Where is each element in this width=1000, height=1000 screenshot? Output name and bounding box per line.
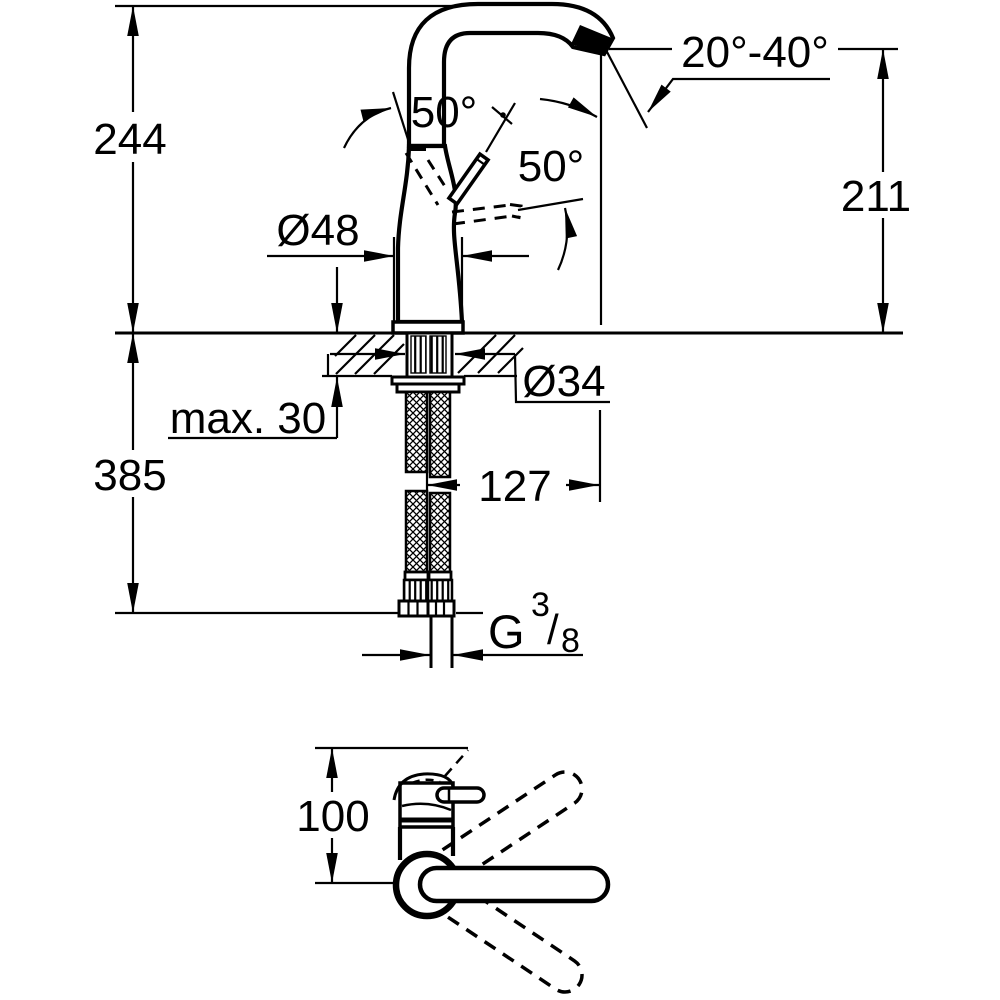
dim-overall-height: 244 <box>93 115 166 164</box>
lever-cap-seam <box>475 157 486 166</box>
shank-thread-right <box>429 335 447 374</box>
spout-dashed-diagonal <box>444 749 469 777</box>
swivel-arc-left <box>343 106 392 149</box>
lever-swung-down-dashed <box>439 882 584 994</box>
hose-right-upper <box>428 390 452 479</box>
outlet-vertical-extension-line <box>598 55 603 502</box>
hose-left-lower <box>404 489 429 574</box>
hose-right-lower <box>428 491 452 574</box>
lever-angle-reference-line <box>517 197 584 212</box>
lever-raised <box>446 151 491 207</box>
body-column <box>397 827 456 860</box>
supply-pipe <box>429 616 454 668</box>
dim-plan-height: 100 <box>296 792 369 841</box>
shank-thread-left <box>410 335 427 374</box>
faucet-front <box>391 1 616 335</box>
faucet-body <box>395 143 465 325</box>
dim-body-diameter: Ø48 <box>276 206 359 255</box>
dim-spout-angle-range: 20°-40° <box>681 28 829 77</box>
spout-outlet <box>571 25 614 55</box>
dim-spout-reach: 127 <box>478 462 551 511</box>
spout-angle-leader <box>647 77 830 113</box>
lever-plan <box>417 865 611 904</box>
hose-collar-left <box>402 578 430 603</box>
pivot-cross-mark <box>485 102 516 153</box>
body-top-contour <box>392 772 455 801</box>
lever-angle-arc <box>557 207 578 271</box>
hose-left-upper <box>404 390 429 474</box>
dim-outlet-height: 211 <box>841 172 911 221</box>
spout-angle-tick-line <box>605 49 648 129</box>
base-flange <box>391 320 465 335</box>
extension-lines <box>115 4 903 615</box>
dim-shank-diameter: Ø34 <box>522 357 605 406</box>
hose-collar-right <box>426 578 454 603</box>
dim-below-deck-length: 385 <box>93 451 166 500</box>
angle-annotations <box>343 49 830 271</box>
dimension-lines <box>127 6 889 661</box>
dim-thread-size: G 3 / 8 <box>488 586 580 660</box>
dim-lever-angle: 50° <box>518 142 585 191</box>
pivot-dot <box>500 112 506 118</box>
spout-dashed-arc <box>411 778 441 785</box>
front-view: 244 385 max. 30 Ø48 Ø34 127 211 20°-40° … <box>93 1 911 668</box>
plan-view: 100 <box>296 746 611 994</box>
lever-horizontal-dashed <box>451 203 523 226</box>
swivel-arc-right <box>539 97 598 118</box>
under-deck-assembly <box>390 331 466 668</box>
dim-d34-leader <box>513 353 610 404</box>
spout <box>406 1 616 149</box>
hex-nut-left <box>397 599 430 618</box>
hidden-cartridge-lines <box>404 152 448 206</box>
body-inner-contour <box>401 802 452 812</box>
hex-nut-right <box>426 599 456 618</box>
dim-mounting-depth: max. 30 <box>170 394 327 443</box>
lever-swung-up-dashed <box>441 770 584 880</box>
body-seam-tick <box>408 145 426 151</box>
dim-swivel-angle: 50° <box>411 88 478 137</box>
lever-pin <box>435 786 486 804</box>
